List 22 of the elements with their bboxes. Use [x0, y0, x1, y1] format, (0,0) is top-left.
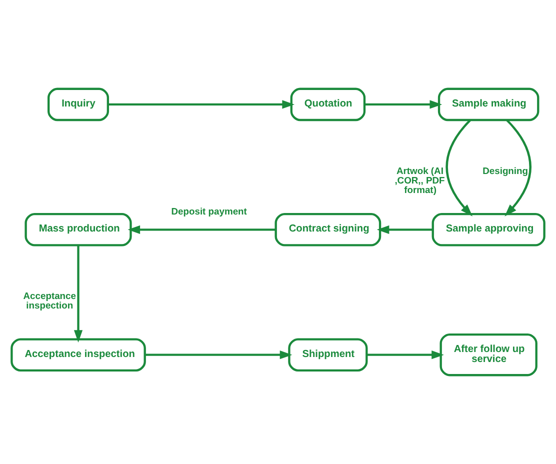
arrow [144, 350, 292, 360]
arrow [446, 119, 473, 216]
node-box: Sample making [438, 88, 540, 122]
arrow [108, 100, 295, 109]
arrow [376, 225, 433, 234]
arrow [366, 350, 444, 360]
node-box: After follow up service [440, 334, 538, 376]
node-box: Shippment [288, 338, 368, 372]
arrow [504, 119, 532, 216]
edge-label: Acceptance inspection [23, 290, 76, 310]
arrow [74, 245, 83, 342]
node-box: Sample approving [432, 213, 546, 246]
edge-label: Deposit payment [171, 206, 247, 217]
node-box: Acceptance inspection [10, 338, 146, 372]
node-box: Mass production [24, 213, 132, 246]
node-box: Quotation [290, 88, 366, 122]
arrow [128, 225, 276, 234]
edge-label: Designing [482, 165, 528, 176]
arrow [364, 100, 442, 109]
edge-label: Artwok (AI ,COR,, PDF format) [394, 165, 445, 195]
node-box: Inquiry [48, 88, 110, 122]
node-box: Contract signing [274, 213, 382, 246]
